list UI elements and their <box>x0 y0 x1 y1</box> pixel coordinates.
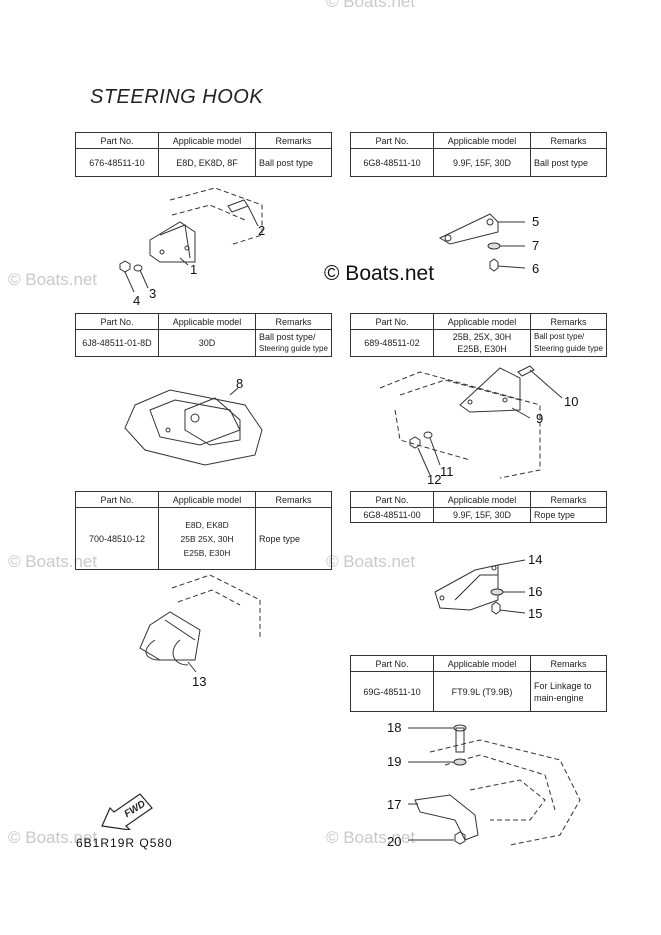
diagram-hook-69g <box>408 724 581 846</box>
callout-1: 1 <box>190 262 198 277</box>
callout-11: 11 <box>440 464 454 479</box>
part-no-cell: 69G-48511-10 <box>350 671 434 712</box>
watermark: © Boats.net <box>8 552 98 571</box>
diagram-hook-676 <box>119 187 263 293</box>
remarks-line: Ball post type/ <box>534 332 585 341</box>
remarks-cell: Ball post type/ Steering guide type <box>255 329 332 357</box>
watermark: © Boats.net <box>326 828 416 847</box>
diagram-hook-700 <box>139 574 261 673</box>
diagram-hook-6j8 <box>124 387 263 466</box>
header-applicable-model: Applicable model <box>158 132 256 149</box>
header-applicable-model: Applicable model <box>433 313 531 330</box>
callout-14: 14 <box>528 552 543 567</box>
callout-20: 20 <box>387 834 402 849</box>
remarks-line: For Linkage to <box>534 680 592 691</box>
header-applicable-model: Applicable model <box>433 655 531 672</box>
header-applicable-model: Applicable model <box>158 491 256 508</box>
parts-table-4: Part No. Applicable model Remarks 689-48… <box>350 313 607 357</box>
remarks-line: Steering guide type <box>259 344 328 353</box>
remarks-cell: For Linkage to main-engine <box>530 671 607 712</box>
model-line: E25B, E30H <box>457 344 507 354</box>
remarks-cell: Ball post type <box>530 148 607 177</box>
remarks-cell: Ball post type/ Steering guide type <box>530 329 607 357</box>
watermark: © Boats.net <box>8 270 98 289</box>
diagram-code: 6B1R19R Q580 <box>76 836 173 850</box>
callout-19: 19 <box>387 754 402 769</box>
callout-12: 12 <box>427 472 442 487</box>
model-line: E8D, EK8D <box>185 519 229 530</box>
callout-15: 15 <box>528 606 543 621</box>
parts-table-5: Part No. Applicable model Remarks 700-48… <box>75 491 332 570</box>
header-remarks: Remarks <box>255 491 332 508</box>
part-no-cell: 689-48511-02 <box>350 329 434 357</box>
header-part-no: Part No. <box>350 132 434 149</box>
callout-2: 2 <box>258 223 266 238</box>
watermark: © Boats.net <box>326 0 416 11</box>
model-line: E25B, E30H <box>183 547 231 558</box>
remarks-line: main-engine <box>534 692 584 703</box>
watermark: © Boats.net <box>326 552 416 571</box>
page-title: STEERING HOOK <box>90 86 264 108</box>
header-part-no: Part No. <box>350 313 434 330</box>
remarks-line: Ball post type/ <box>259 332 316 342</box>
part-no-cell: 6G8-48511-10 <box>350 148 434 177</box>
diagram-hook-6g8 <box>438 213 526 272</box>
center-watermark: © Boats.net <box>324 262 435 285</box>
header-remarks: Remarks <box>530 655 607 672</box>
header-applicable-model: Applicable model <box>158 313 256 330</box>
callout-16: 16 <box>528 584 543 599</box>
header-remarks: Remarks <box>255 313 332 330</box>
part-no-cell: 676-48511-10 <box>75 148 159 177</box>
callout-5: 5 <box>532 214 540 229</box>
watermark: © Boats.net <box>8 828 98 847</box>
callout-17: 17 <box>387 797 402 812</box>
model-line: 25B, 25X, 30H <box>452 332 512 342</box>
callout-13: 13 <box>192 674 207 689</box>
model-line: 25B 25X, 30H <box>180 533 234 544</box>
part-no-cell: 700-48510-12 <box>75 507 159 570</box>
parts-table-6: Part No. Applicable model Remarks 6G8-48… <box>350 491 607 523</box>
parts-table-3: Part No. Applicable model Remarks 6J8-48… <box>75 313 332 357</box>
remarks-cell: Ball post type <box>255 148 332 177</box>
model-cell: E8D, EK8D 25B 25X, 30H E25B, E30H <box>158 507 256 570</box>
callout-3: 3 <box>149 286 157 301</box>
header-applicable-model: Applicable model <box>433 132 531 149</box>
remarks-line: Steering guide type <box>534 344 603 353</box>
callout-10: 10 <box>564 394 579 409</box>
header-part-no: Part No. <box>75 132 159 149</box>
callout-6: 6 <box>532 261 540 276</box>
callout-4: 4 <box>133 293 141 308</box>
header-applicable-model: Applicable model <box>433 491 531 508</box>
model-cell: 30D <box>158 329 256 357</box>
part-no-cell: 6J8-48511-01-8D <box>75 329 159 357</box>
callout-7: 7 <box>532 238 540 253</box>
parts-table-7: Part No. Applicable model Remarks 69G-48… <box>350 655 607 712</box>
diagram-hook-689 <box>379 365 563 479</box>
callout-9: 9 <box>536 411 544 426</box>
parts-table-2: Part No. Applicable model Remarks 6G8-48… <box>350 132 607 177</box>
parts-table-1: Part No. Applicable model Remarks 676-48… <box>75 132 332 177</box>
header-part-no: Part No. <box>350 491 434 508</box>
fwd-arrow-icon: FWD <box>101 793 153 830</box>
diagram-hook-6g8-rope <box>434 559 526 615</box>
callout-8: 8 <box>236 376 244 391</box>
header-remarks: Remarks <box>530 491 607 508</box>
remarks-cell: Rope type <box>530 507 607 523</box>
remarks-cell: Rope type <box>255 507 332 570</box>
model-cell: E8D, EK8D, 8F <box>158 148 256 177</box>
model-cell: FT9.9L (T9.9B) <box>433 671 531 712</box>
callout-18: 18 <box>387 720 402 735</box>
